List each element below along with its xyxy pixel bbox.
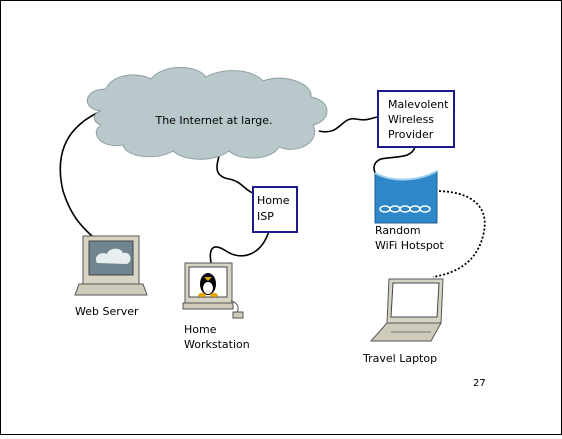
provider-line2: Wireless [388, 113, 434, 126]
link-cloud-homeisp [216, 148, 254, 194]
home-workstation-icon [182, 262, 244, 319]
home-isp-line2: ISP [257, 210, 274, 223]
hotspot-line2: WiFi Hotspot [375, 239, 445, 252]
home-isp-line1: Home [257, 194, 290, 207]
web-server-label: Web Server [75, 305, 139, 318]
page-number: 27 [473, 378, 486, 389]
cloud-label: The Internet at large. [154, 114, 272, 127]
provider-line3: Provider [388, 128, 434, 141]
provider-line1: Malevolent [388, 98, 449, 111]
link-hotspot-laptop [432, 190, 486, 278]
workstation-line1: Home [184, 323, 217, 336]
link-cloud-provider [318, 116, 378, 133]
hotspot-line1: Random [375, 224, 421, 237]
internet-cloud: The Internet at large. [86, 66, 328, 160]
web-server-icon [74, 235, 148, 296]
travel-laptop-icon [369, 278, 444, 342]
link-homeisp-workstation [209, 230, 270, 264]
link-provider-hotspot [373, 146, 416, 178]
link-cloud-webserver [59, 112, 98, 238]
workstation-line2: Workstation [184, 338, 250, 351]
malevolent-provider-box: Malevolent Wireless Provider [377, 90, 455, 148]
wifi-hotspot-icon [374, 170, 438, 224]
travel-laptop-label: Travel Laptop [362, 352, 437, 365]
home-isp-box: Home ISP [252, 186, 298, 233]
